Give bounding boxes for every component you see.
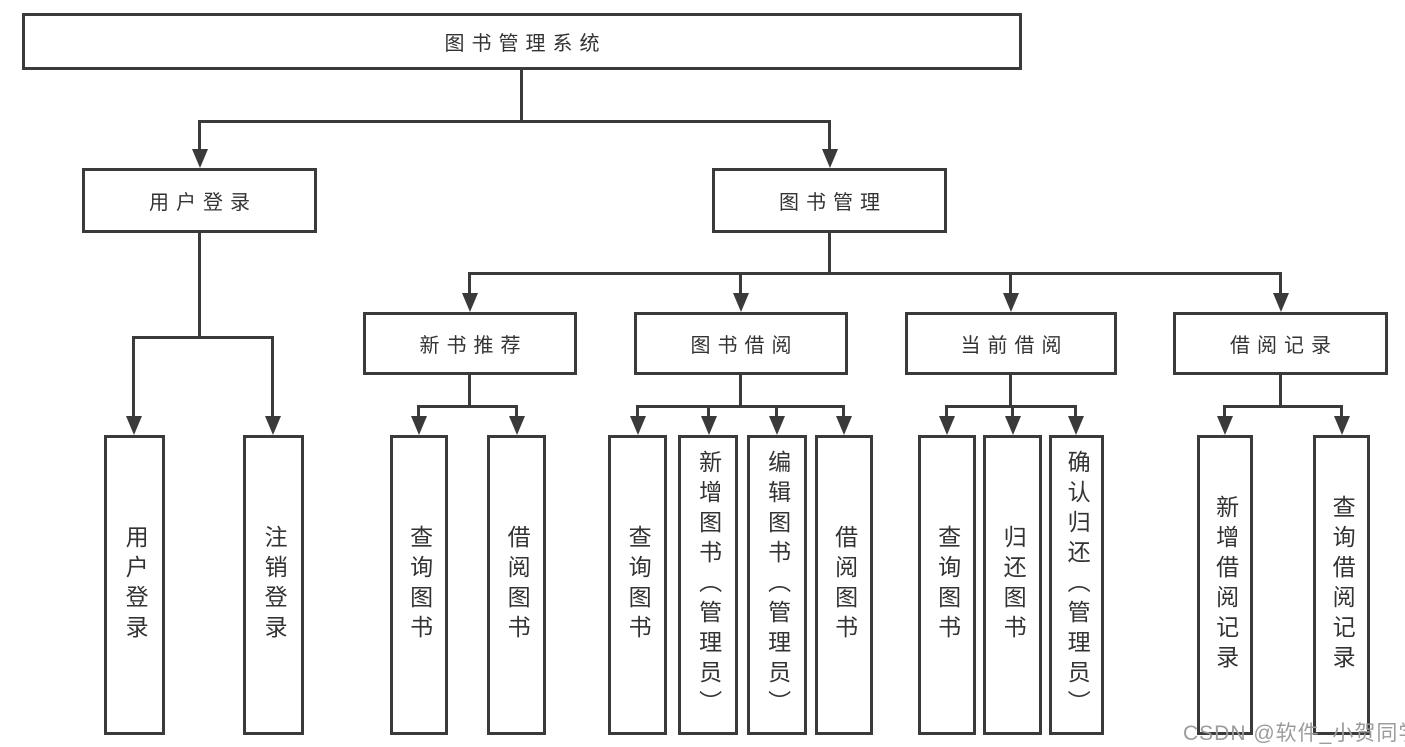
node-label: 新增借阅记录 (1212, 495, 1239, 675)
leaf-query-borrow-record: 查询借阅记录 (1313, 435, 1370, 735)
node-label: 注销登录 (261, 525, 288, 645)
node-label: 借阅图书 (504, 525, 531, 645)
arrow-to-leaf-add-books-admin (700, 405, 717, 435)
leaf-borrow-books: 借阅图书 (815, 435, 873, 735)
bar-level3 (468, 272, 1282, 275)
arrow-to-leaf-return-books (1004, 405, 1021, 435)
bar-user-login-children (132, 336, 274, 339)
leaf-logout: 注销登录 (243, 435, 304, 735)
node-label: 用户登录 (149, 192, 257, 214)
node-current-borrow: 当前借阅 (905, 312, 1117, 375)
node-label: 图书管理系统 (444, 33, 607, 55)
node-label: 查询借阅记录 (1329, 495, 1356, 675)
node-label: 确认归还（管理员） (1064, 450, 1091, 720)
arrow-to-leaf-borrow-books-recommend (508, 405, 525, 435)
arrow-to-leaf-query-books-recommend (410, 405, 427, 435)
arrow-to-book-management (821, 120, 838, 168)
leaf-user-login: 用户登录 (104, 435, 165, 735)
arrow-to-book-borrow (732, 272, 749, 312)
leaf-return-books: 归还图书 (983, 435, 1042, 735)
trunk-book-management (828, 233, 831, 272)
arrow-to-leaf-query-books-current (938, 405, 955, 435)
arrow-to-leaf-query-borrow-record (1333, 405, 1350, 435)
node-label: 查询图书 (406, 525, 433, 645)
arrow-to-leaf-logout (264, 336, 281, 435)
node-new-book-recommend: 新书推荐 (363, 312, 577, 375)
node-label: 图书管理 (779, 192, 887, 214)
trunk-borrow-records (1279, 375, 1282, 405)
leaf-query-books-current: 查询图书 (918, 435, 976, 735)
node-book-borrow: 图书借阅 (634, 312, 848, 375)
trunk-current-borrow (1009, 375, 1012, 405)
arrow-to-leaf-edit-books-admin (768, 405, 785, 435)
leaf-add-borrow-record: 新增借阅记录 (1197, 435, 1253, 735)
arrow-to-leaf-query-books-borrow (629, 405, 646, 435)
leaf-query-books-recommend: 查询图书 (390, 435, 448, 735)
arrow-to-borrow-records (1272, 272, 1289, 312)
leaf-edit-books-admin: 编辑图书（管理员） (747, 435, 807, 735)
leaf-confirm-return-admin: 确认归还（管理员） (1049, 435, 1104, 735)
node-user-login: 用户登录 (82, 168, 317, 233)
node-label: 借阅记录 (1230, 335, 1338, 357)
arrow-to-leaf-user-login (125, 336, 142, 435)
bar-book-borrow-children (636, 405, 845, 408)
arrow-to-leaf-add-borrow-record (1216, 405, 1233, 435)
trunk-root (520, 70, 523, 120)
arrow-to-leaf-confirm-return-admin (1067, 405, 1084, 435)
trunk-new-book-recommend (468, 375, 471, 405)
arrow-to-user-login (191, 120, 208, 168)
trunk-book-borrow (739, 375, 742, 405)
node-root-library-system: 图书管理系统 (22, 13, 1022, 70)
node-label: 归还图书 (1000, 525, 1027, 645)
csdn-watermark: CSDN @软件_小贺同学 (1183, 722, 1405, 745)
bar-level2 (198, 120, 831, 123)
arrow-to-leaf-borrow-books (835, 405, 852, 435)
node-label: 当前借阅 (960, 335, 1069, 357)
arrow-to-current-borrow (1002, 272, 1019, 312)
leaf-query-books-borrow: 查询图书 (608, 435, 667, 735)
node-label: 编辑图书（管理员） (764, 450, 791, 720)
arrow-to-new-book-recommend (461, 272, 478, 312)
node-book-management: 图书管理 (712, 168, 947, 233)
node-label: 查询图书 (625, 525, 652, 645)
node-borrow-records: 借阅记录 (1173, 312, 1388, 375)
node-label: 借阅图书 (831, 525, 858, 645)
bar-borrow-records-children (1223, 405, 1343, 408)
node-label: 图书借阅 (690, 335, 799, 357)
node-label: 用户登录 (122, 525, 149, 645)
node-label: 新增图书（管理员） (695, 450, 722, 720)
leaf-borrow-books-recommend: 借阅图书 (487, 435, 546, 735)
bar-new-book-children (417, 405, 518, 408)
leaf-add-books-admin: 新增图书（管理员） (678, 435, 738, 735)
node-label: 查询图书 (934, 525, 961, 645)
trunk-user-login (198, 233, 201, 336)
node-label: 新书推荐 (419, 335, 528, 357)
